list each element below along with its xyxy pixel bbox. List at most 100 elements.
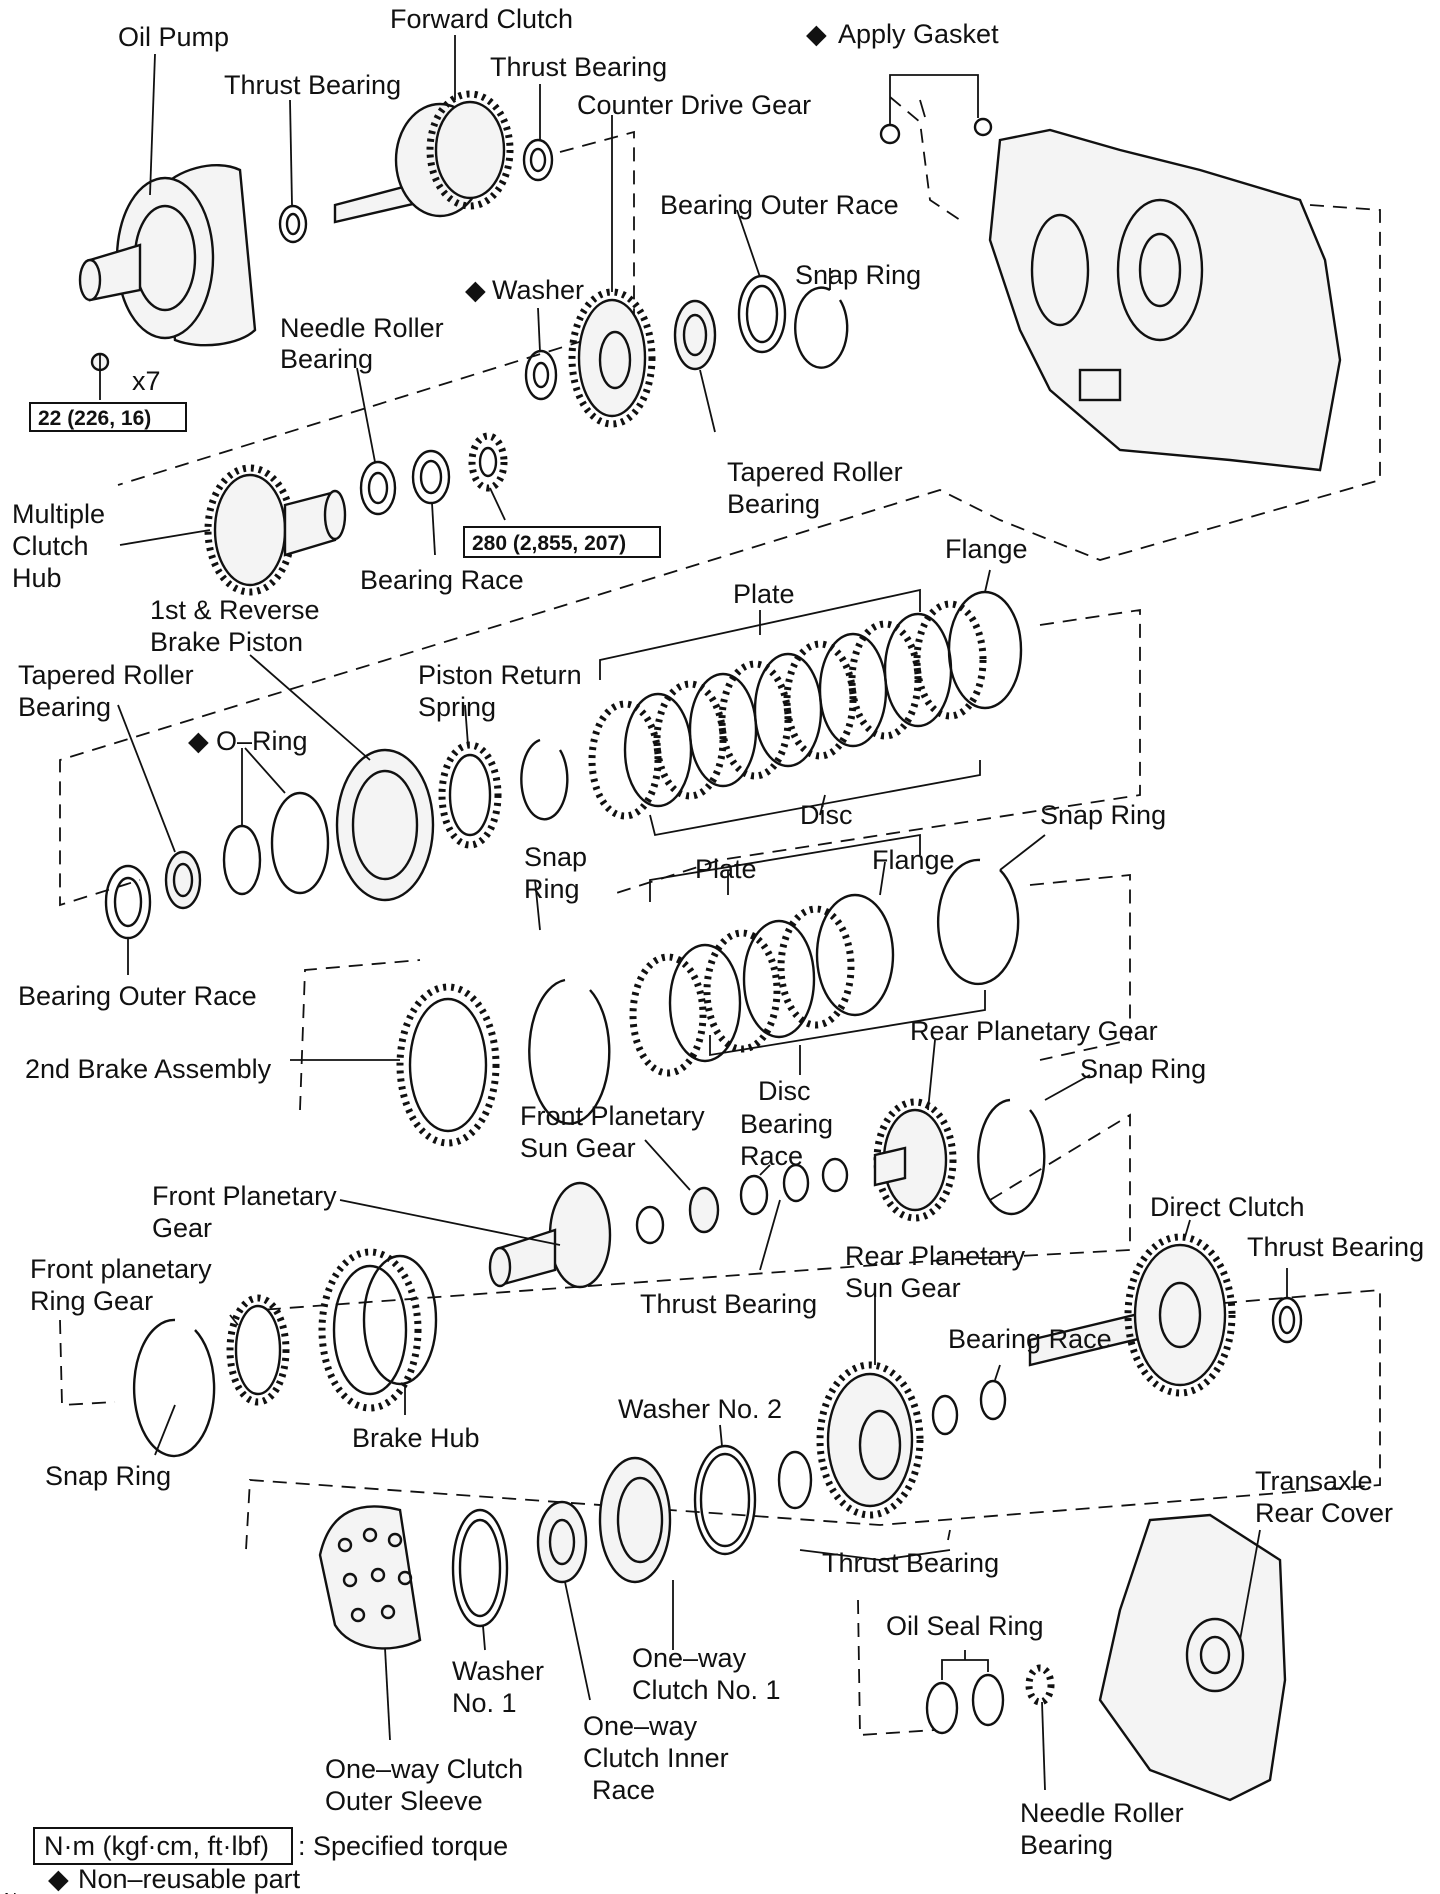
corner-mark: N (4, 1890, 17, 1894)
label-multiple-clutch-hub-1: Multiple (12, 499, 105, 529)
snap-ring-a-illustration (794, 286, 849, 369)
bearing-outer-race-a-illustration (737, 274, 787, 354)
label-tapered-roller-bearing-a-2: Bearing (727, 489, 820, 519)
label-x7: x7 (132, 366, 161, 396)
front-planetary-gear-illustration (488, 1181, 612, 1289)
label-flange-a: Flange (945, 534, 1028, 564)
label-tapered-roller-bearing-b-1: Tapered Roller (18, 660, 194, 690)
thrust-bearing-c-illustration (1271, 1296, 1303, 1344)
rear-planetary-gear-illustration (873, 1098, 957, 1222)
label-snap-ring-e: Snap Ring (45, 1461, 171, 1491)
thrust-bearing-b-illustration (522, 138, 554, 182)
one-way-clutch-no1-illustration (598, 1456, 672, 1584)
label-one-way-inner-race-2: Clutch Inner (583, 1743, 729, 1773)
needle-roller-bearing-a-illustration (359, 460, 397, 516)
snap-ring-e-illustration (132, 1318, 216, 1458)
label-front-planetary-gear-2: Gear (152, 1213, 212, 1243)
label-front-planetary-ring-gear-1: Front planetary (30, 1254, 212, 1284)
label-bearing-race-c: Bearing Race (948, 1324, 1112, 1354)
label-transaxle-rear-cover-1: Transaxle (1255, 1466, 1373, 1496)
leader-lines (99, 35, 1288, 1791)
torque-oil-pump-bolts: 22 (226, 16) (38, 407, 151, 430)
label-plate-a: Plate (733, 579, 795, 609)
label-plate-b: Plate (695, 854, 757, 884)
label-direct-clutch: Direct Clutch (1150, 1192, 1305, 1222)
snap-ring-d-illustration (977, 1098, 1046, 1216)
thrust-bearing-a-illustration (278, 204, 308, 244)
label-piston-return-spring-1: Piston Return (418, 660, 582, 690)
washer-no2-illustration (693, 1444, 813, 1556)
bearing-race-a-illustration (411, 449, 451, 505)
lock-nut-illustration (468, 432, 508, 492)
label-snap-ring-a: Snap Ring (795, 260, 921, 290)
label-snap-ring-d: Snap Ring (1080, 1054, 1206, 1084)
label-forward-clutch: Forward Clutch (390, 4, 573, 34)
label-bearing-race-a: Bearing Race (360, 565, 524, 595)
label-needle-roller-bearing-b-2: Bearing (1020, 1830, 1113, 1860)
legend-non-reusable-desc: Non–reusable part (78, 1864, 301, 1894)
label-one-way-inner-race-1: One–way (583, 1711, 698, 1741)
label-snap-ring-c-1: Snap (524, 842, 587, 872)
o-ring-illustration (222, 791, 330, 896)
oil-pump-illustration (78, 164, 257, 372)
torque-counter-drive-nut: 280 (2,855, 207) (472, 532, 626, 555)
one-way-outer-sleeve-illustration (318, 1505, 422, 1650)
label-disc-b: Disc (758, 1076, 811, 1106)
label-second-brake-assembly: 2nd Brake Assembly (25, 1054, 272, 1084)
label-front-planetary-ring-gear-2: Ring Gear (30, 1286, 153, 1316)
legend-torque-desc: : Specified torque (298, 1831, 508, 1861)
label-apply-gasket: Apply Gasket (838, 19, 999, 49)
label-one-way-inner-race-3: Race (592, 1775, 655, 1805)
assembly-guide-lines (59, 96, 1381, 1736)
label-front-planetary-sun-gear-1: Front Planetary (520, 1101, 705, 1131)
label-washer-marker: ◆ (465, 275, 486, 305)
needle-roller-bearing-b-illustration (1025, 1664, 1055, 1706)
label-thrust-bearing-b: Thrust Bearing (490, 52, 667, 82)
label-piston-return-spring-2: Spring (418, 692, 496, 722)
label-snap-ring-b: Snap Ring (1040, 800, 1166, 830)
label-thrust-bearing-d: Thrust Bearing (640, 1289, 817, 1319)
legend: N·m (kgf·cm, ft·lbf) : Specified torque … (4, 1827, 508, 1894)
rear-planetary-sun-gear-illustration (816, 1361, 924, 1519)
label-bearing-race-b-2: Race (740, 1141, 803, 1171)
label-oil-pump: Oil Pump (118, 22, 229, 52)
counter-drive-gear-illustration (568, 288, 656, 428)
label-tapered-roller-bearing-b-2: Bearing (18, 692, 111, 722)
oil-seal-ring-illustration (925, 1673, 1005, 1735)
label-thrust-bearing-e: Thrust Bearing (822, 1548, 999, 1578)
small-bearings-row-illustration (635, 1157, 849, 1245)
label-one-way-outer-sleeve-2: Outer Sleeve (325, 1786, 483, 1816)
label-needle-roller-bearing-a-1: Needle Roller (280, 313, 444, 343)
front-planetary-ring-gear-illustration (226, 1294, 290, 1406)
label-needle-roller-bearing-b-1: Needle Roller (1020, 1798, 1184, 1828)
transaxle-case-illustration (988, 128, 1342, 472)
label-bearing-outer-race-b: Bearing Outer Race (18, 981, 257, 1011)
label-one-way-outer-sleeve-1: One–way Clutch (325, 1754, 523, 1784)
label-apply-gasket-marker: ◆ (806, 19, 827, 49)
label-washer-no1-2: No. 1 (452, 1688, 517, 1718)
label-transaxle-rear-cover-2: Rear Cover (1255, 1498, 1393, 1528)
tapered-roller-bearing-b-illustration (164, 850, 202, 910)
label-flange-b: Flange (872, 845, 955, 875)
label-washer-no1-1: Washer (452, 1656, 544, 1686)
label-o-ring: O–Ring (216, 726, 308, 756)
label-bearing-race-b-1: Bearing (740, 1109, 833, 1139)
forward-clutch-illustration (333, 90, 514, 224)
label-needle-roller-bearing-a-2: Bearing (280, 344, 373, 374)
multiple-clutch-hub-illustration (204, 464, 347, 596)
torque-box-counter-drive (463, 526, 661, 558)
bearing-outer-race-b-illustration (104, 864, 152, 940)
apply-gasket-illustration (879, 117, 993, 145)
clutch-pack-upper-illustration (588, 590, 1023, 820)
second-brake-assembly-illustration (396, 983, 500, 1147)
washer-illustration (524, 349, 558, 401)
labels: Oil Pump Forward Clutch Thrust Bearing T… (12, 4, 1424, 1860)
label-rear-planetary-sun-gear-1: Rear Planetary (845, 1241, 1026, 1271)
label-oil-seal-ring: Oil Seal Ring (886, 1611, 1044, 1641)
label-multiple-clutch-hub-2: Clutch (12, 531, 89, 561)
legend-torque-box (33, 1827, 293, 1865)
label-front-planetary-gear-1: Front Planetary (152, 1181, 337, 1211)
label-o-ring-marker: ◆ (188, 726, 209, 756)
label-disc-a: Disc (800, 800, 853, 830)
